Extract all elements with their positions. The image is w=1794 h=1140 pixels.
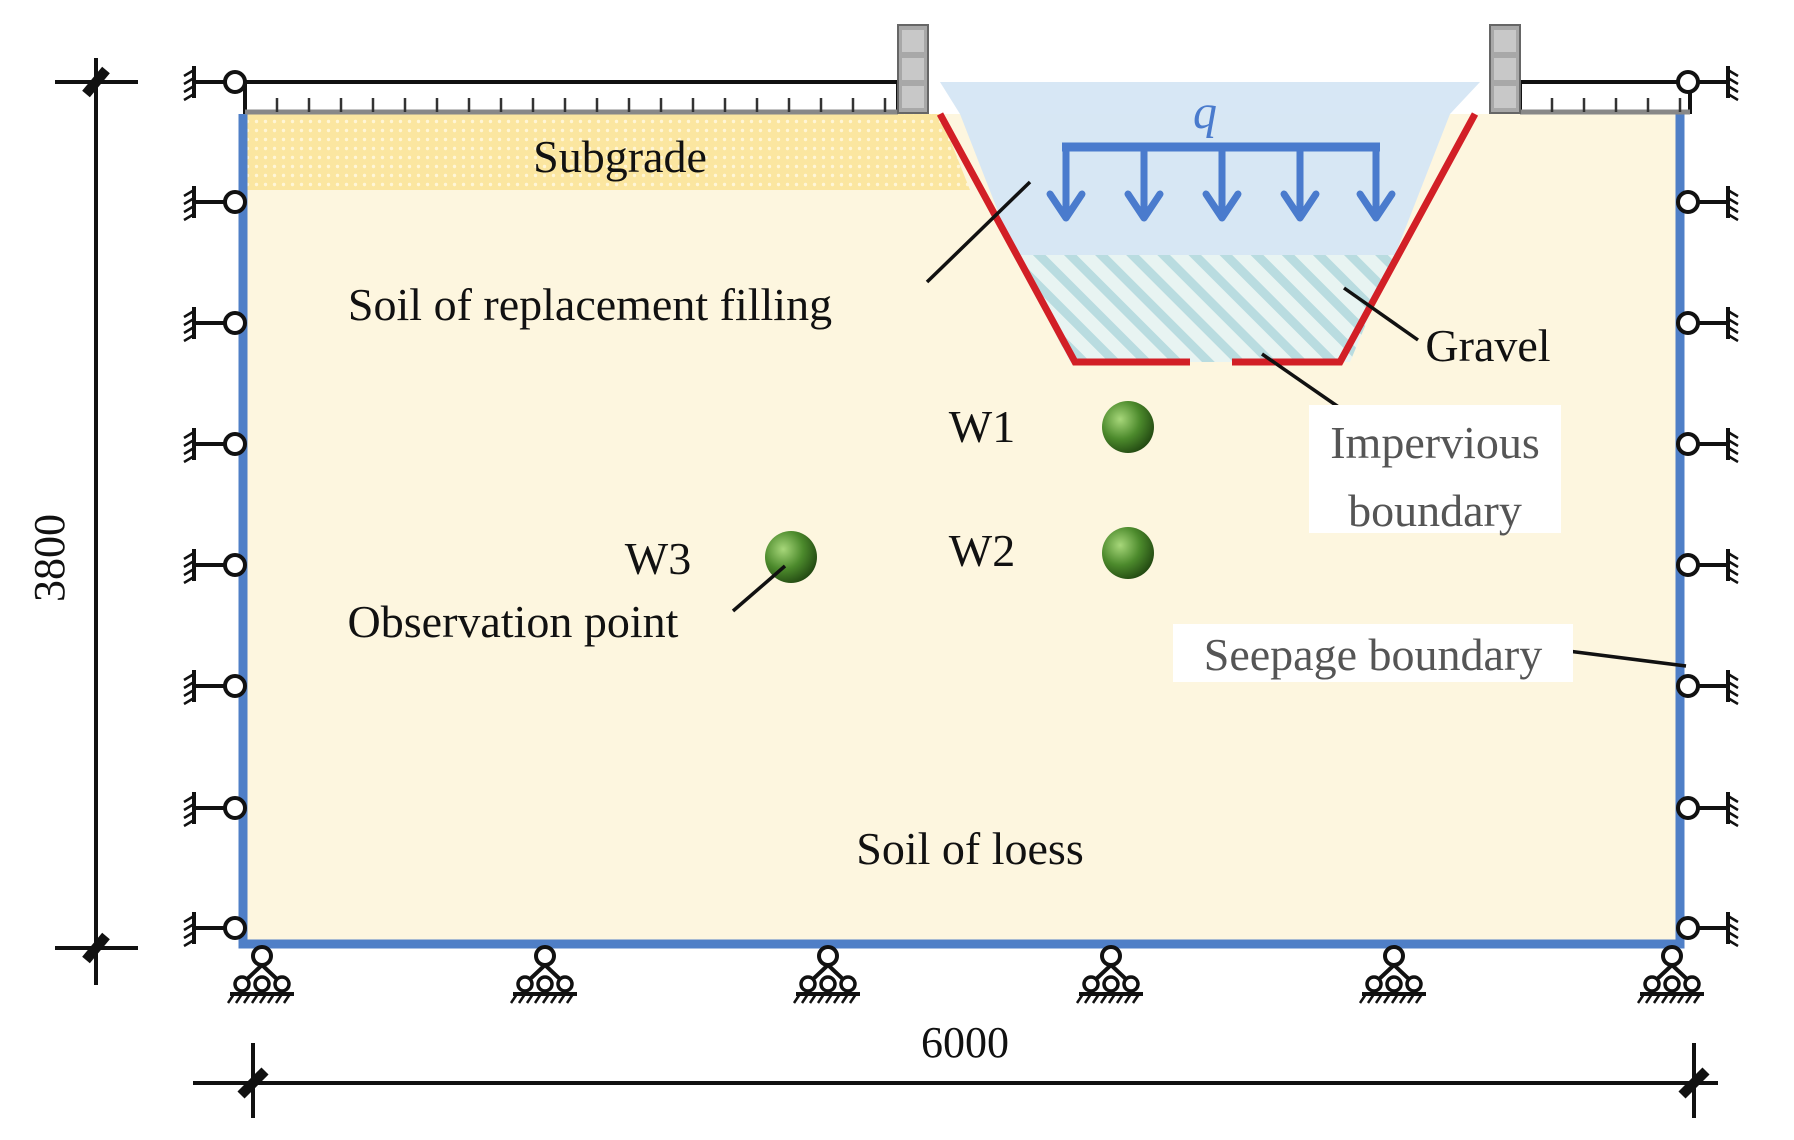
pin-support xyxy=(1075,945,1143,1004)
pin-support xyxy=(1358,945,1426,1004)
observation-point-w2 xyxy=(1102,527,1154,579)
roller-support xyxy=(183,912,247,948)
pavement-left xyxy=(243,80,900,115)
seepage-boundary xyxy=(238,114,1685,949)
observation-point-w1 xyxy=(1102,401,1154,453)
impervious-boundary-left xyxy=(936,112,1190,366)
roller-support xyxy=(183,428,247,464)
replacement-soil-region xyxy=(940,82,1480,255)
seepage-label: Seepage boundary xyxy=(1204,629,1543,680)
width-label: 6000 xyxy=(921,1018,1009,1067)
subgrade-region xyxy=(243,114,970,190)
gravel-region xyxy=(1015,255,1395,362)
roller-support xyxy=(183,792,247,828)
seepage-label-bg xyxy=(1173,624,1573,682)
roller-support xyxy=(183,307,247,343)
impervious-boundary-right xyxy=(1232,112,1479,366)
roller-support xyxy=(183,66,247,102)
pavement-right xyxy=(1518,80,1692,115)
w3-label: W3 xyxy=(625,533,691,584)
roller-support xyxy=(1676,66,1739,102)
impervious-label-line1: Impervious xyxy=(1330,417,1540,468)
curb-right xyxy=(1489,24,1521,114)
load-label: q xyxy=(1193,86,1217,139)
right-roller-supports xyxy=(1676,66,1739,948)
roller-support xyxy=(1676,307,1739,343)
pin-support xyxy=(792,945,860,1004)
roller-support xyxy=(1676,912,1739,948)
loess-label: Soil of loess xyxy=(856,823,1083,874)
bottom-pin-supports xyxy=(226,945,1704,1004)
gravel-label: Gravel xyxy=(1425,320,1550,371)
pin-support xyxy=(509,945,577,1004)
impervious-label-bg xyxy=(1309,405,1561,533)
left-roller-supports xyxy=(183,66,247,948)
pin-support xyxy=(226,945,294,1004)
pin-support xyxy=(1636,945,1704,1004)
roller-support xyxy=(1676,428,1739,464)
w2-label: W2 xyxy=(949,525,1015,576)
pavement-right-strip xyxy=(1518,80,1692,114)
roller-support xyxy=(183,549,247,585)
curb-left xyxy=(897,24,929,114)
roller-support xyxy=(1676,792,1739,828)
height-dimension xyxy=(55,58,138,985)
impervious-label-line2: boundary xyxy=(1348,485,1522,536)
w1-label: W1 xyxy=(949,401,1015,452)
roller-support xyxy=(1676,670,1739,706)
roller-support xyxy=(1676,549,1739,585)
roller-support xyxy=(183,186,247,222)
observation-label: Observation point xyxy=(348,596,679,647)
load-arrows xyxy=(1046,142,1396,222)
width-dimension xyxy=(193,1043,1718,1118)
roller-support xyxy=(183,670,247,706)
subgrade-label: Subgrade xyxy=(533,131,707,182)
height-label: 3800 xyxy=(25,514,74,602)
roller-support xyxy=(1676,186,1739,222)
leader-lines xyxy=(731,180,1687,668)
pavement-left-strip xyxy=(243,80,900,114)
replacement-soil-label: Soil of replacement filling xyxy=(348,279,832,330)
